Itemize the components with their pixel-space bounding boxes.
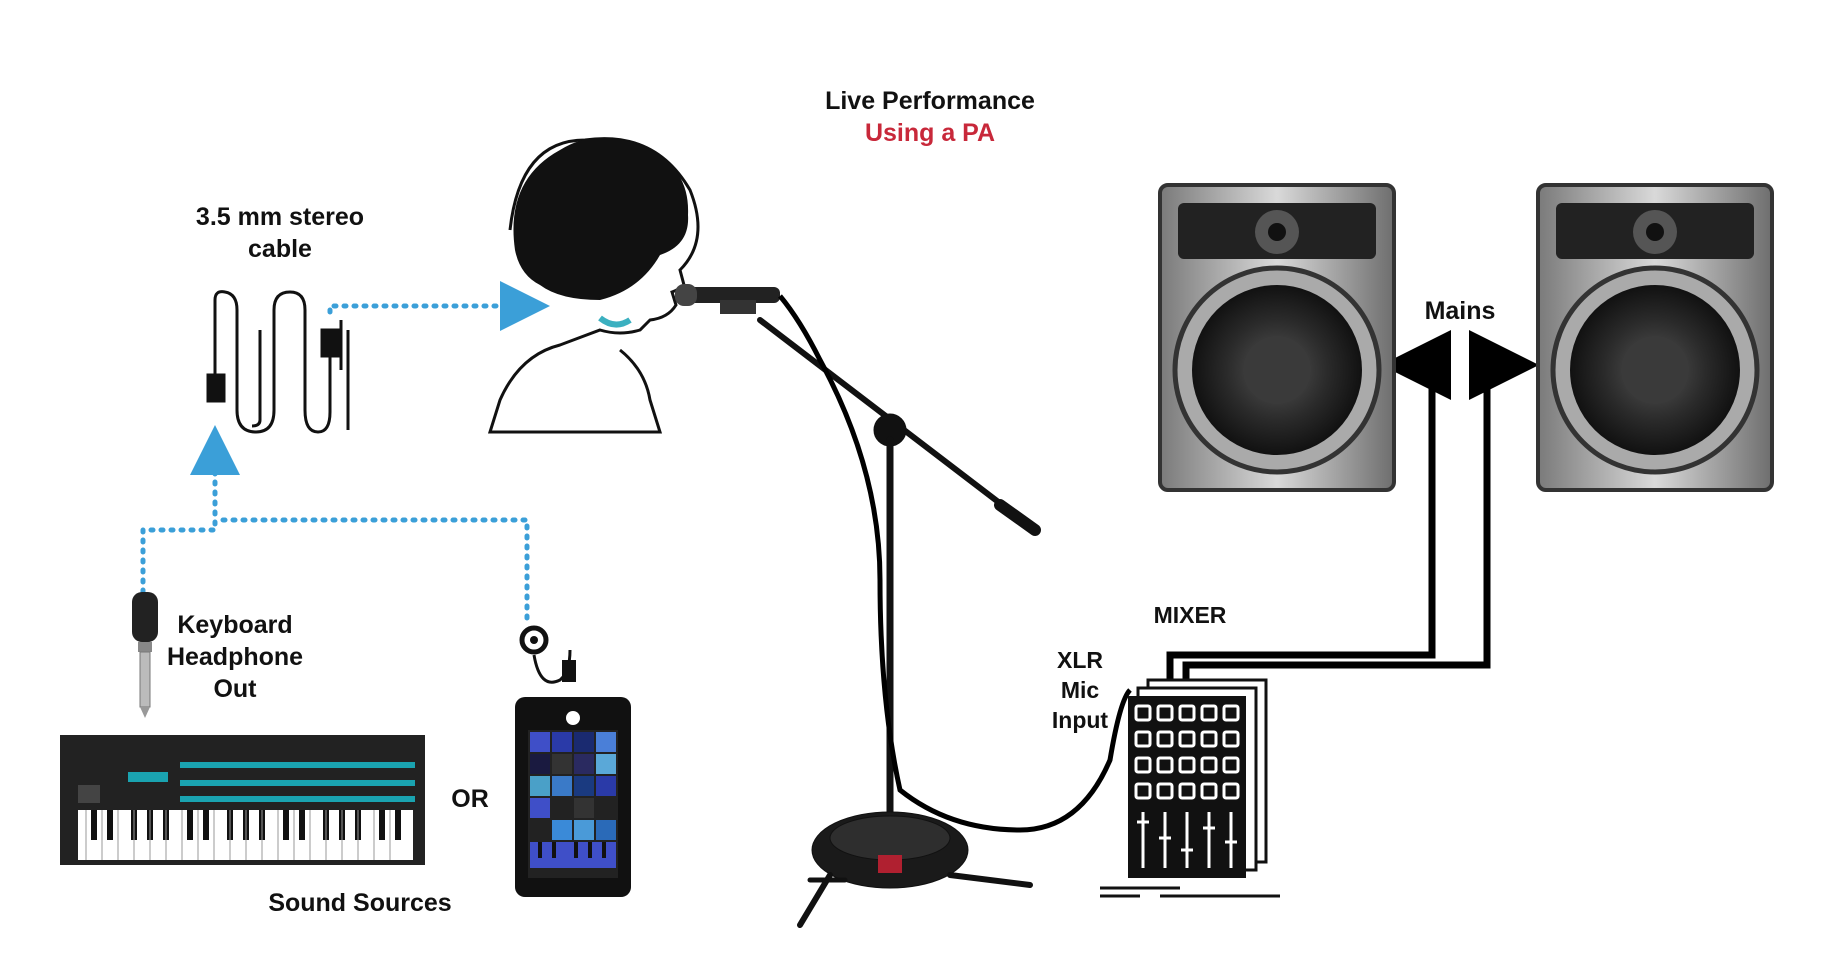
phone-app-icon — [515, 697, 631, 897]
xlr-label-line2: Mic — [1060, 677, 1100, 703]
xlr-label-line3: Input — [1051, 707, 1109, 733]
mains-label: Mains — [1424, 297, 1496, 325]
stereo-cable-icon — [206, 290, 350, 434]
speaker-right-icon — [1536, 183, 1774, 492]
mic-stand-icon — [757, 317, 1041, 928]
microphone-icon — [675, 284, 780, 314]
phone-to-cable-path — [212, 517, 530, 621]
cable-to-singer-path — [327, 281, 550, 331]
mixer-to-mains-cables — [1166, 330, 1539, 685]
sound-sources-label: Sound Sources — [268, 889, 452, 917]
keyboard-label-line2: Headphone — [166, 643, 304, 671]
speaker-left-icon — [1158, 183, 1396, 492]
mixer-icon — [1100, 678, 1280, 898]
keyboard-label-line1: Keyboard — [177, 611, 293, 639]
keyboard-label-line3: Out — [213, 675, 257, 703]
headphone-jack-icon — [519, 625, 576, 684]
keyboard-to-cable-path — [140, 425, 240, 595]
xlr-label-line1: XLR — [1057, 647, 1103, 673]
title-line1: Live Performance — [825, 87, 1035, 115]
signal-paths — [140, 281, 550, 621]
cable-label-line1: 3.5 mm stereo — [195, 203, 365, 231]
singer-icon — [487, 137, 700, 434]
quarter-inch-jack-icon — [132, 592, 158, 718]
mic-to-mixer-cable — [778, 294, 1132, 833]
title-line2: Using a PA — [864, 119, 996, 147]
or-label: OR — [451, 785, 489, 813]
cable-label-line2: cable — [248, 235, 312, 263]
mixer-label: MIXER — [1153, 602, 1227, 628]
keyboard-synth-icon — [60, 735, 425, 865]
